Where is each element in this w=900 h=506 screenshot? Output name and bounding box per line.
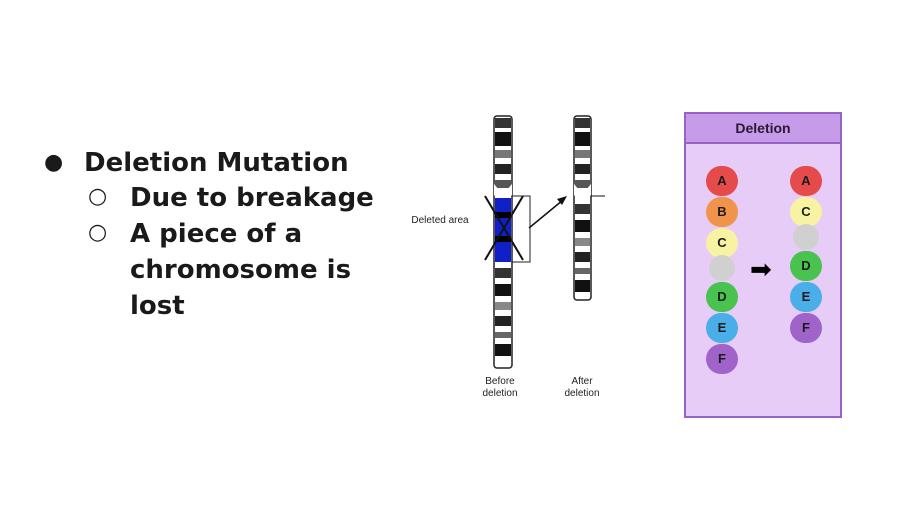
chromosome-figure: Deleted area Before deletion After delet… (395, 112, 635, 412)
deleted-area-label: Deleted area (411, 215, 469, 226)
bullet-sub-2-text: A piece of a chromosome is lost (130, 219, 352, 321)
gene-segment: D (790, 251, 822, 281)
bullet-dot-icon: ● (44, 150, 64, 175)
gene-segment: E (706, 313, 738, 343)
right-arrow-icon: ➡ (750, 254, 772, 284)
gene-segment: A (790, 166, 822, 196)
gene-segment: E (790, 282, 822, 312)
gene-segment: F (790, 313, 822, 343)
gene-segment: D (706, 282, 738, 312)
bullet-circle-icon: ○ (88, 184, 108, 209)
right-gene-chromosome: A C D E F (790, 166, 826, 346)
after-deletion-label: After deletion (564, 376, 600, 399)
gene-segment: A (706, 166, 738, 196)
bullet-main: ● Deletion Mutation (44, 146, 380, 180)
gene-segment: C (706, 228, 738, 258)
bullet-sub-1-text: Due to breakage (130, 183, 374, 213)
panel-title: Deletion (686, 114, 840, 144)
chromosome-drawing (484, 115, 605, 369)
bullet-sub-2: ○ A piece of a chromosome is lost (44, 216, 380, 324)
bullet-circle-icon: ○ (88, 220, 108, 245)
bullet-main-text: Deletion Mutation (84, 148, 349, 178)
gene-segment: F (706, 344, 738, 374)
centromere (793, 224, 819, 250)
deletion-panel: Deletion A B C D E F ➡ A C D E F (684, 112, 842, 418)
bullet-list: ● Deletion Mutation ○ Due to breakage ○ … (44, 146, 380, 324)
left-gene-chromosome: A B C D E F (706, 166, 742, 376)
centromere (709, 255, 735, 281)
gene-segment: B (706, 197, 738, 227)
gene-segment: C (790, 197, 822, 227)
before-deletion-label: Before deletion (482, 376, 518, 399)
bullet-sub-1: ○ Due to breakage (44, 180, 380, 216)
